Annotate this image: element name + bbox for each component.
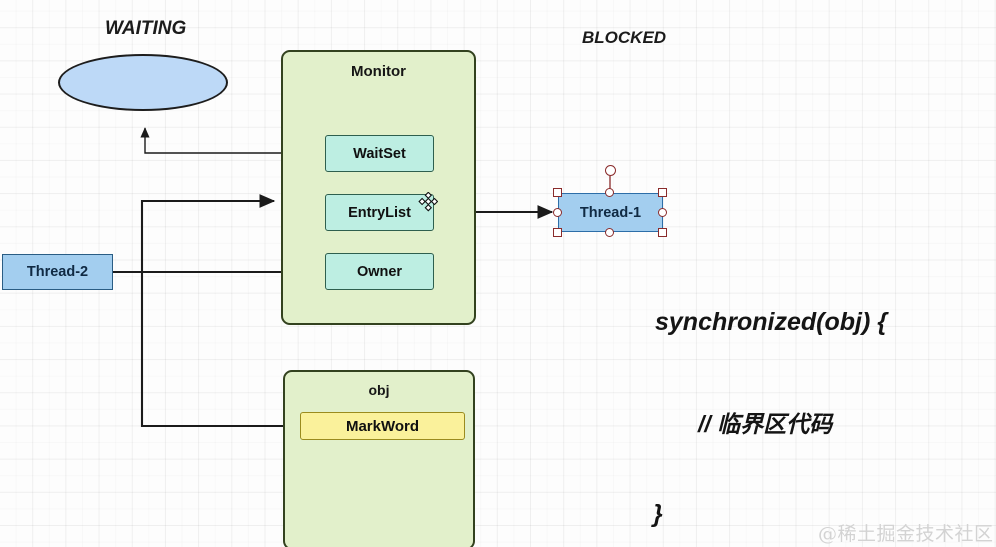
watermark-text: @稀土掘金技术社区 <box>818 523 994 545</box>
connector-thread2-to-entrylist <box>113 194 276 274</box>
obj-row-markword[interactable]: MarkWord <box>300 412 465 440</box>
thread1-box[interactable]: Thread-1 <box>558 193 663 232</box>
monitor-row-waitset[interactable]: WaitSet <box>325 135 434 172</box>
selection-handle-bottom-right[interactable] <box>658 228 667 237</box>
monitor-row-entrylist[interactable]: EntryList <box>325 194 434 231</box>
move-cursor-icon <box>418 191 439 217</box>
code-line-closing-brace: } <box>653 500 663 528</box>
code-line-comment: // 临界区代码 <box>698 411 833 437</box>
state-label-waiting: WAITING <box>105 18 187 39</box>
obj-title: obj <box>368 382 390 398</box>
selection-handle-top-right[interactable] <box>658 188 667 197</box>
selection-handle-bottom-left[interactable] <box>553 228 562 237</box>
selection-handle-middle-right[interactable] <box>658 208 667 217</box>
selection-handle-middle-left[interactable] <box>553 208 562 217</box>
connector-monitor-to-markword <box>140 272 300 428</box>
monitor-title: Monitor <box>351 63 406 80</box>
selection-handle-top-center[interactable] <box>605 188 614 197</box>
thread2-box[interactable]: Thread-2 <box>2 254 113 290</box>
selection-handle-rotate[interactable] <box>605 165 616 176</box>
selection-handle-top-left[interactable] <box>553 188 562 197</box>
code-line-synchronized: synchronized(obj) { <box>655 308 887 336</box>
obj-container[interactable]: obj <box>283 370 475 547</box>
waiting-state-ellipse[interactable] <box>58 54 228 111</box>
selection-handle-bottom-center[interactable] <box>605 228 614 237</box>
state-label-blocked: BLOCKED <box>582 28 667 47</box>
connector-waitset-to-waiting <box>140 127 328 154</box>
monitor-row-owner[interactable]: Owner <box>325 253 434 290</box>
